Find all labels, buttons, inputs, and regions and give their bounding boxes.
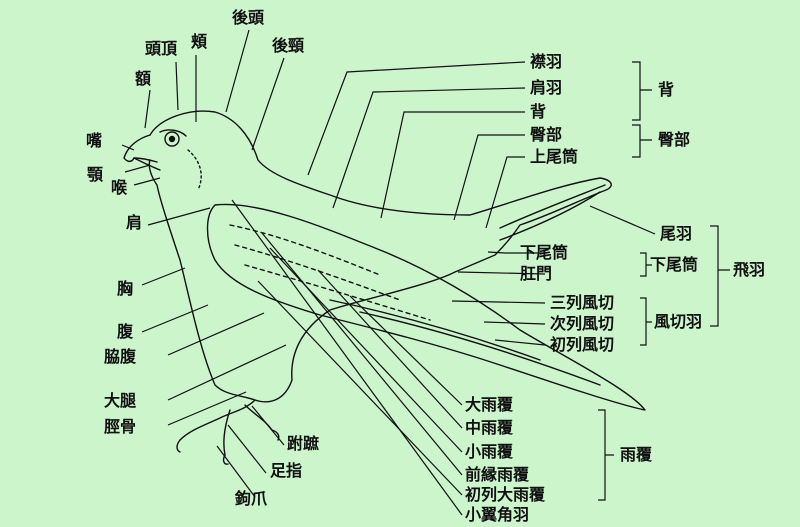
- leader-gaku: [144, 89, 151, 129]
- label-toucho: 頭頂: [145, 39, 178, 58]
- leader-se: [380, 111, 525, 219]
- leader-daiuou: [349, 295, 463, 406]
- bracket-denbu: [632, 124, 652, 158]
- label-keikotsu: 脛骨: [104, 417, 137, 436]
- label-shouyoku: 小翼角羽: [465, 505, 530, 524]
- group-se: 背: [658, 80, 675, 99]
- label-kataba: 肩羽: [530, 78, 563, 97]
- leader-koutou: [225, 29, 250, 113]
- label-shouuou: 小雨覆: [465, 442, 514, 461]
- leader-oba: [589, 205, 656, 235]
- wing: [206, 203, 646, 411]
- leader-agi: [124, 164, 151, 173]
- beak: [123, 134, 158, 163]
- leader-komon: [457, 271, 546, 275]
- label-koutou: 後頭: [232, 8, 265, 27]
- leader-keikotsu: [167, 391, 247, 426]
- label-komon: 肛門: [520, 264, 553, 283]
- leader-uwaodutsu: [485, 156, 525, 229]
- tail: [499, 184, 606, 241]
- label-jiretsu: 次列風切: [550, 314, 615, 333]
- label-ashiyubi: 足指: [270, 461, 303, 480]
- group-kazakiri: 風切羽: [654, 312, 703, 331]
- leader-sanretsu: [451, 300, 546, 304]
- label-oba: 尾羽: [660, 224, 693, 243]
- leader-kataba: [332, 87, 526, 209]
- leader-ashiyubi: [227, 424, 267, 474]
- label-mune: 胸: [117, 279, 134, 298]
- label-uwaodutsu: 上尾筒: [530, 147, 579, 166]
- label-fusho: 跗蹠: [287, 434, 320, 453]
- leader-toucho: [175, 61, 179, 111]
- leader-fusho: [251, 405, 285, 446]
- bracket-kazakiri: [640, 297, 652, 346]
- bird-outline: [148, 110, 612, 403]
- bracket-se: [632, 61, 652, 121]
- label-zenen: 前縁雨覆: [465, 465, 530, 484]
- leader-hara: [141, 304, 209, 333]
- label-eriba: 襟羽: [530, 52, 563, 71]
- eye: [164, 131, 180, 147]
- label-chuuou: 中雨覆: [465, 418, 514, 437]
- leader-daitai: [167, 344, 287, 401]
- label-koukei: 後頸: [272, 36, 305, 55]
- bracket-shitaodutsu: [640, 252, 652, 277]
- leader-mune: [141, 267, 186, 286]
- brackets: [598, 61, 730, 501]
- leader-koukei: [251, 57, 285, 151]
- label-agi: 顎: [87, 165, 104, 184]
- label-kata: 肩: [126, 213, 143, 232]
- leader-kata: [147, 207, 211, 226]
- leader-denbu: [453, 134, 525, 221]
- label-daiuou: 大雨覆: [465, 395, 514, 414]
- group-shitaodutsu: 下尾筒: [650, 255, 699, 274]
- leader-shitaodutsu: [487, 251, 545, 254]
- label-gaku: 額: [135, 69, 152, 88]
- label-wakibara: 脇腹: [104, 347, 137, 366]
- label-kagitsume: 鉤爪: [235, 489, 268, 508]
- label-denbu: 臀部: [530, 125, 563, 144]
- leader-eriba: [307, 61, 526, 176]
- leader-nodo: [133, 177, 161, 186]
- leader-shoretsudai: [257, 280, 463, 496]
- label-daitai: 大腿: [104, 391, 137, 410]
- leader-jiretsu: [483, 321, 546, 325]
- label-kuchibashi: 嘴: [86, 131, 103, 150]
- leader-chuuou: [317, 269, 463, 429]
- leg: [179, 399, 273, 456]
- label-hoo: 頬: [191, 32, 208, 51]
- leader-lines: [121, 29, 656, 516]
- label-hara: 腹: [117, 322, 134, 341]
- bracket-amaooi: [598, 409, 614, 501]
- label-se: 背: [530, 102, 547, 121]
- label-sanretsu: 三列風切: [550, 293, 615, 312]
- group-amaooi: 雨覆: [620, 445, 653, 464]
- label-shoretsu: 初列風切: [550, 335, 615, 354]
- leader-shouuou: [269, 247, 463, 453]
- label-shitaodutsu: 下尾筒: [520, 243, 569, 262]
- leader-wakibara: [167, 312, 265, 356]
- leader-kuchibashi: [121, 144, 135, 151]
- bracket-hiu: [710, 225, 730, 327]
- label-shoretsudai: 初列大雨覆: [465, 485, 546, 504]
- leader-kagitsume: [216, 445, 256, 498]
- label-nodo: 喉: [111, 178, 128, 197]
- leader-zenen: [261, 232, 463, 476]
- group-denbu: 臀部: [658, 130, 691, 149]
- group-hiu: 飛羽: [733, 260, 766, 279]
- leader-shoretsu: [494, 339, 546, 346]
- leader-shouyoku: [231, 199, 463, 516]
